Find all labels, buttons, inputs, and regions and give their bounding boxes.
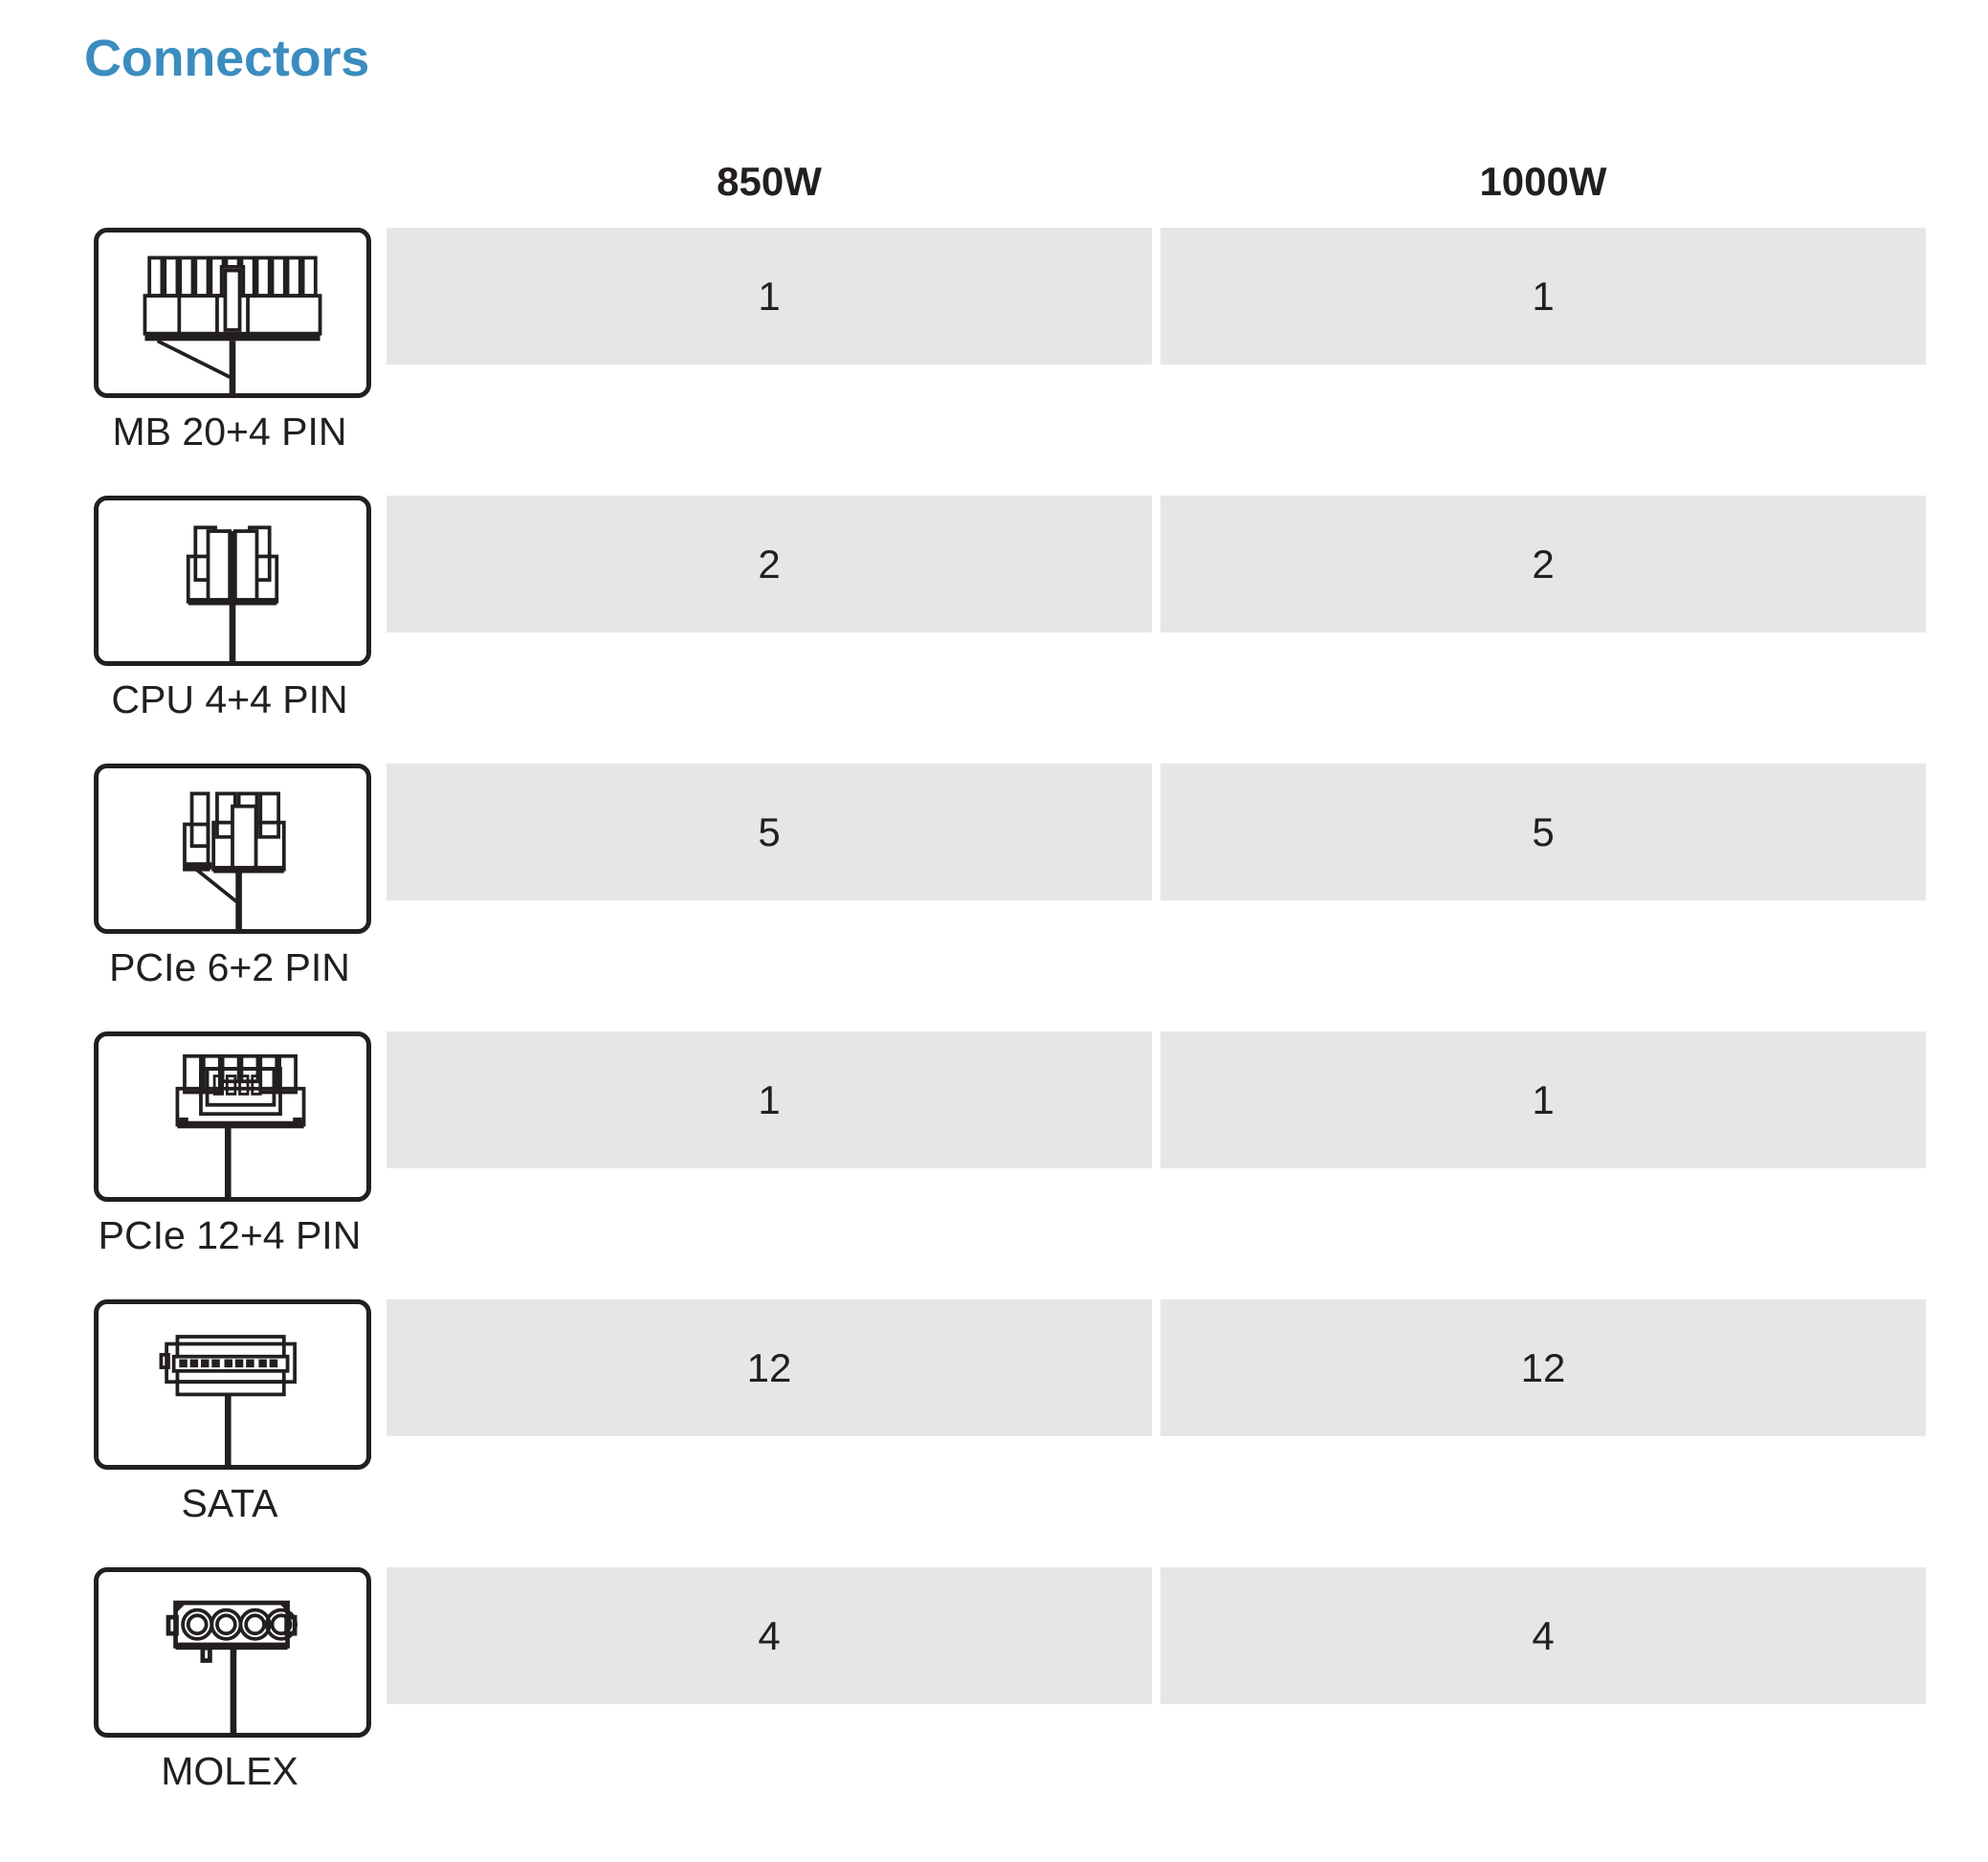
value-cell-1000w: 1 [1160, 228, 1926, 365]
connector-label: MB 20+4 PIN [112, 410, 347, 454]
value-cell-850w: 5 [387, 764, 1152, 900]
value-cell-1000w: 1 [1160, 1031, 1926, 1168]
table-row: PCIe 6+2 PIN 5 5 [0, 764, 1988, 1031]
pcie-6-2-pin-connector-icon [94, 764, 371, 934]
connector-label: PCIe 6+2 PIN [109, 945, 350, 989]
pcie-12-4-pin-connector-icon [94, 1031, 371, 1202]
table-header-row: 850W 1000W [0, 153, 1988, 228]
connector-label: PCIe 12+4 PIN [98, 1213, 362, 1257]
connector-label: MOLEX [161, 1749, 298, 1793]
connector-icon-cell: MB 20+4 PIN [0, 228, 383, 496]
table-row: PCIe 12+4 PIN 1 1 [0, 1031, 1988, 1299]
table-row: MOLEX 4 4 [0, 1567, 1988, 1835]
value-cell-850w: 1 [387, 228, 1152, 365]
value-cell-850w: 4 [387, 1567, 1152, 1704]
value-cell-850w: 2 [387, 496, 1152, 632]
connector-icon-cell: CPU 4+4 PIN [0, 496, 383, 764]
table-row: SATA 12 12 [0, 1299, 1988, 1567]
value-cell-1000w: 12 [1160, 1299, 1926, 1436]
column-header-1000w: 1000W [1479, 159, 1607, 204]
molex-connector-icon [94, 1567, 371, 1738]
value-cell-850w: 12 [387, 1299, 1152, 1436]
sata-connector-icon [94, 1299, 371, 1470]
connector-label: CPU 4+4 PIN [111, 677, 348, 721]
connector-icon-cell: PCIe 6+2 PIN [0, 764, 383, 1031]
value-cell-1000w: 2 [1160, 496, 1926, 632]
page-title: Connectors [84, 30, 370, 87]
table-row: CPU 4+4 PIN 2 2 [0, 496, 1988, 764]
connector-icon-cell: PCIe 12+4 PIN [0, 1031, 383, 1299]
value-cell-850w: 1 [387, 1031, 1152, 1168]
value-cell-1000w: 5 [1160, 764, 1926, 900]
value-cell-1000w: 4 [1160, 1567, 1926, 1704]
table-row: MB 20+4 PIN 1 1 [0, 228, 1988, 496]
connector-icon-cell: SATA [0, 1299, 383, 1567]
column-header-850w: 850W [717, 159, 822, 204]
connectors-table: 850W 1000W [0, 153, 1988, 1835]
mb-20-4-pin-connector-icon [94, 228, 371, 398]
connector-label: SATA [181, 1481, 278, 1525]
connector-icon-cell: MOLEX [0, 1567, 383, 1835]
cpu-4-4-pin-connector-icon [94, 496, 371, 666]
